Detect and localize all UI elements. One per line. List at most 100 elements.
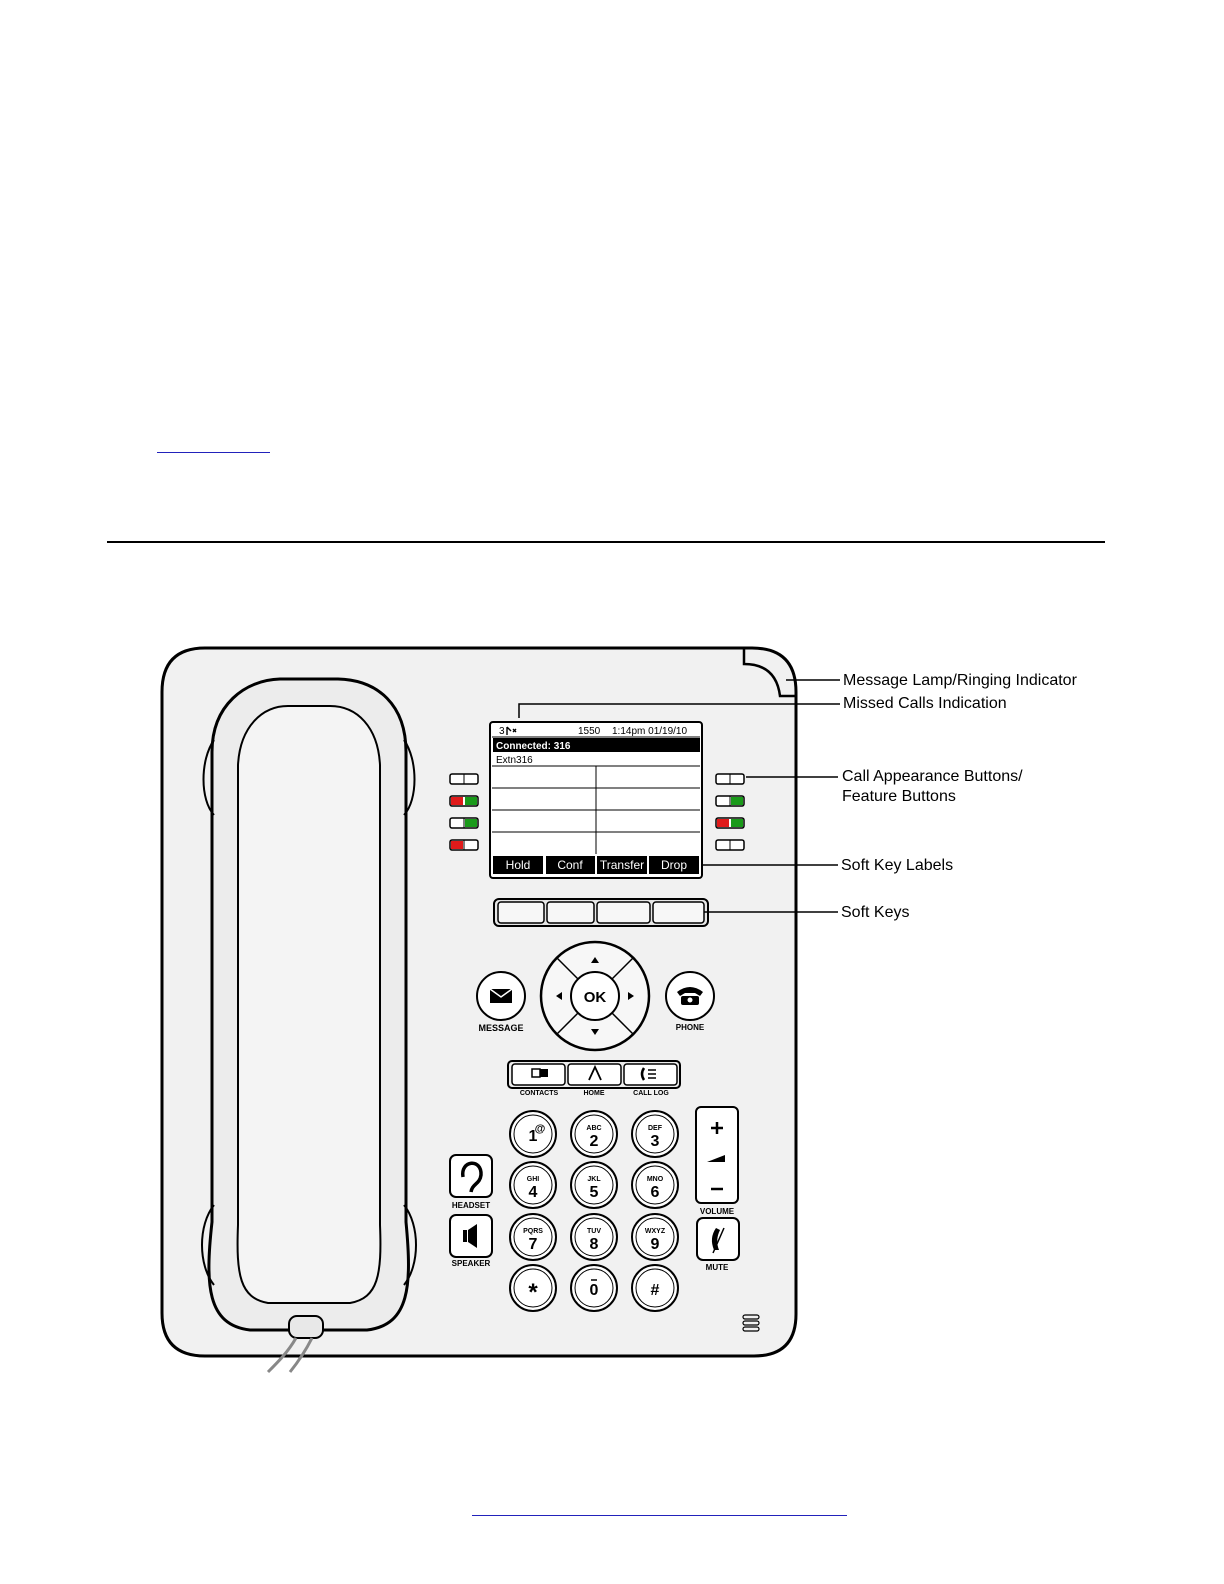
softkey-label-2: Conf bbox=[557, 858, 583, 872]
right-line-button-1[interactable] bbox=[715, 773, 745, 785]
contacts-button[interactable] bbox=[511, 1063, 566, 1086]
nav-down-icon bbox=[591, 1029, 599, 1035]
keypad-digit: # bbox=[651, 1282, 660, 1299]
callout-soft-keys: Soft Keys bbox=[841, 904, 910, 921]
right-line-button-3[interactable] bbox=[715, 817, 745, 829]
mute-label: MUTE bbox=[706, 1263, 729, 1272]
nav-up-icon bbox=[591, 957, 599, 963]
keypad-key-11[interactable]: 0 bbox=[570, 1264, 618, 1312]
nav-left-icon bbox=[556, 992, 562, 1000]
keypad-letters: GHI bbox=[527, 1176, 540, 1183]
keypad-digit: 9 bbox=[651, 1236, 660, 1253]
phone-button[interactable] bbox=[665, 971, 715, 1021]
callout-lines bbox=[518, 679, 840, 913]
left-line-button-3[interactable] bbox=[449, 817, 479, 829]
home-label: HOME bbox=[584, 1090, 605, 1097]
top-link-underline[interactable] bbox=[157, 452, 270, 453]
screen-connected: Connected: 316 bbox=[496, 741, 571, 752]
screen-extension: 1550 bbox=[578, 726, 601, 737]
home-button[interactable] bbox=[567, 1063, 622, 1086]
keypad-letters: PQRS bbox=[523, 1228, 543, 1235]
screen-caller: Extn316 bbox=[496, 755, 533, 766]
right-call-appearance-buttons bbox=[715, 773, 745, 851]
right-line-button-2[interactable] bbox=[715, 795, 745, 807]
keypad-letters: WXYZ bbox=[645, 1228, 666, 1235]
callout-feature-buttons: Feature Buttons bbox=[842, 788, 956, 805]
soft-key-2[interactable] bbox=[546, 901, 595, 924]
volume-up-icon bbox=[711, 1122, 723, 1134]
speaker-label: SPEAKER bbox=[452, 1259, 491, 1268]
keypad-letters: DEF bbox=[648, 1125, 663, 1132]
ok-button-label[interactable]: OK bbox=[584, 989, 607, 1006]
soft-key-3[interactable] bbox=[596, 901, 651, 924]
callout-message-lamp: Message Lamp/Ringing Indicator bbox=[843, 672, 1077, 689]
keypad-digit: * bbox=[528, 1279, 538, 1306]
callout-call-appearance: Call Appearance Buttons/ bbox=[842, 768, 1023, 785]
navigation-cluster[interactable] bbox=[539, 940, 651, 1052]
message-label: MESSAGE bbox=[478, 1023, 523, 1033]
keypad-key-10[interactable]: * bbox=[509, 1264, 557, 1312]
callout-soft-key-labels: Soft Key Labels bbox=[841, 857, 954, 874]
call-log-icon bbox=[640, 1067, 656, 1081]
call-log-label: CALL LOG bbox=[633, 1090, 669, 1097]
footer-link-underline[interactable] bbox=[472, 1515, 847, 1516]
keypad-letters: MNO bbox=[647, 1176, 664, 1183]
message-button[interactable] bbox=[476, 971, 526, 1021]
speaker-icon bbox=[463, 1224, 477, 1248]
left-call-appearance-buttons bbox=[449, 773, 479, 851]
soft-key-4[interactable] bbox=[652, 901, 705, 924]
keypad-letters: ABC bbox=[586, 1125, 601, 1132]
keypad-letters: TUV bbox=[587, 1228, 601, 1235]
mute-handset-icon bbox=[711, 1228, 720, 1250]
missed-calls-icon bbox=[506, 726, 517, 735]
softkey-label-3: Transfer bbox=[600, 858, 644, 872]
softkey-label-4: Drop bbox=[661, 858, 687, 872]
callout-missed-calls: Missed Calls Indication bbox=[843, 695, 1007, 712]
keypad-key-12[interactable]: # bbox=[631, 1264, 679, 1312]
handset bbox=[201, 677, 417, 1374]
screen-missed-count: 3 bbox=[499, 726, 505, 737]
keypad-digit: 5 bbox=[590, 1184, 599, 1201]
keypad-digit: 7 bbox=[529, 1236, 538, 1253]
telephone-icon bbox=[677, 987, 703, 1005]
keypad-digit: 3 bbox=[651, 1133, 660, 1150]
soft-key-1[interactable] bbox=[497, 901, 545, 924]
keypad-digit: 8 bbox=[590, 1236, 599, 1253]
speaker-button[interactable] bbox=[449, 1214, 493, 1258]
phone-label: PHONE bbox=[676, 1023, 705, 1032]
keypad-digit: 6 bbox=[651, 1184, 660, 1201]
voicemail-at-icon: @ bbox=[535, 1123, 546, 1135]
left-line-button-2[interactable] bbox=[449, 795, 479, 807]
keypad-digit: 0 bbox=[590, 1282, 599, 1299]
keypad-key-1[interactable]: 1@ bbox=[509, 1110, 557, 1158]
contacts-label: CONTACTS bbox=[520, 1090, 559, 1097]
keypad-digit: 4 bbox=[529, 1184, 538, 1201]
display-screen bbox=[489, 721, 703, 879]
volume-rocker[interactable] bbox=[695, 1106, 739, 1204]
section-divider bbox=[107, 541, 1105, 543]
headset-button[interactable] bbox=[449, 1154, 493, 1198]
screen-datetime: 1:14pm 01/19/10 bbox=[612, 726, 687, 737]
headset-label: HEADSET bbox=[452, 1201, 490, 1210]
soft-keys bbox=[493, 898, 709, 927]
left-line-button-4[interactable] bbox=[449, 839, 479, 851]
home-icon bbox=[588, 1064, 602, 1081]
volume-label: VOLUME bbox=[700, 1207, 735, 1216]
app-buttons bbox=[507, 1060, 681, 1089]
volume-level-icon bbox=[707, 1155, 725, 1162]
headset-icon bbox=[461, 1161, 483, 1193]
mute-button[interactable] bbox=[696, 1217, 740, 1261]
right-line-button-4[interactable] bbox=[715, 839, 745, 851]
left-line-button-1[interactable] bbox=[449, 773, 479, 785]
contacts-book-icon bbox=[531, 1068, 548, 1078]
